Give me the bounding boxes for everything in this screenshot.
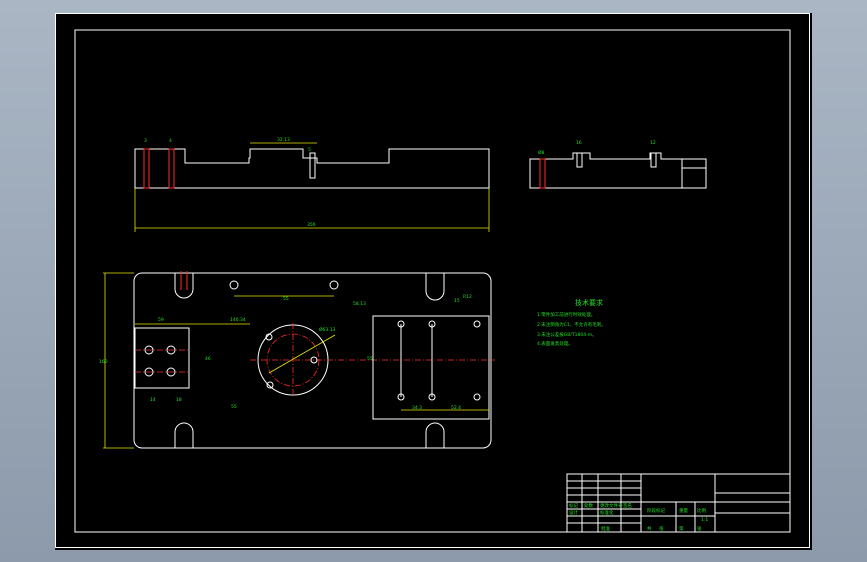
slot-top-left [174, 273, 194, 299]
tech-note-3: 3.未注公差按GB/T1804-m。 [537, 331, 597, 338]
svg-text:标记: 标记 [569, 502, 578, 509]
side-section-view: Ø8 16 12 [529, 140, 707, 189]
section-pin-hole [309, 152, 316, 179]
dim-r2: 15 [454, 298, 460, 304]
technical-requirements: 技术要求 1.零件加工前进行时效处理。 2.未注倒角为C1，不允许有毛刺。 3.… [537, 298, 606, 347]
outer-border [55, 13, 810, 548]
svg-text:阶段标记: 阶段标记 [647, 507, 665, 514]
dim-bolt-spacing: 55 [283, 296, 289, 302]
svg-text:张: 张 [659, 525, 664, 532]
inner-border [74, 29, 791, 533]
dim-bottom-len: 34.3 [412, 405, 422, 411]
right-mount-block [372, 315, 490, 420]
svg-text:重量: 重量 [679, 507, 688, 514]
dim-slot1: 3 [144, 138, 147, 144]
cad-drawing-viewport[interactable]: 356 32.13 5 3 4 Ø8 16 12 55 [55, 13, 812, 550]
dim-top-width: 32.13 [277, 137, 290, 143]
dim-side-2: 16 [576, 140, 582, 146]
slot-bottom-left [174, 422, 194, 448]
dim-circle-offset: 58.13 [353, 301, 366, 307]
plan-view: 55 Ø63.13 58.13 146.34 34.3 52.4 55 1 [99, 271, 495, 449]
svg-text:处数: 处数 [584, 502, 593, 509]
svg-text:共: 共 [647, 525, 652, 532]
dim-overall-height: 160 [99, 359, 108, 365]
dim-top-groove: 5 [308, 147, 311, 153]
dim-block-w: 59 [158, 317, 164, 323]
tech-note-4: 4.表面发黑处理。 [537, 340, 573, 347]
svg-text:比例: 比例 [697, 507, 706, 514]
drawing-canvas: 356 32.13 5 3 4 Ø8 16 12 55 [55, 13, 810, 548]
dim-slot2: 4 [169, 138, 172, 144]
svg-text:更改文件号: 更改文件号 [600, 502, 623, 509]
svg-text:设计: 设计 [569, 509, 578, 516]
tech-note-2: 2.未注倒角为C1，不允许有毛刺。 [537, 321, 606, 328]
tech-title: 技术要求 [575, 298, 603, 307]
dim-hole-gap1: 14 [150, 397, 156, 403]
section-bolt-slot-2 [168, 148, 175, 189]
dim-left-height: 55 [231, 404, 237, 410]
dim-block-h: 46 [205, 356, 211, 362]
dim-circle-diameter: Ø63.13 [319, 326, 336, 333]
tech-note-1: 1.零件加工前进行时效处理。 [537, 311, 595, 318]
svg-text:签名: 签名 [623, 502, 632, 509]
dim-side-3: 12 [650, 140, 656, 146]
dim-r: R12 [463, 294, 472, 300]
dim-bottom-len2: 52.4 [451, 405, 461, 411]
dim-overall-length: 356 [307, 222, 316, 228]
plate-outline [133, 272, 492, 449]
svg-text:第: 第 [679, 525, 684, 532]
slot-bottom-right [425, 422, 445, 448]
dim-right-h: 55 [367, 356, 373, 362]
svg-text:批准: 批准 [601, 525, 610, 532]
section-bolt-slot-1 [143, 148, 150, 189]
slot-top-right [425, 273, 445, 301]
front-section-view: 356 32.13 5 3 4 [134, 137, 490, 232]
dim-center-x: 146.34 [230, 317, 246, 323]
title-block: 标记 处数 更改文件号 签名 设计 标准化 阶段标记 重量 比例 批准 共 张 … [566, 473, 791, 533]
svg-text:标准化: 标准化 [600, 509, 614, 516]
dim-hole-gap2: 18 [176, 397, 182, 403]
dim-side-1: Ø8 [538, 149, 545, 156]
svg-text:张: 张 [697, 525, 702, 532]
svg-text:1:1: 1:1 [701, 517, 708, 523]
